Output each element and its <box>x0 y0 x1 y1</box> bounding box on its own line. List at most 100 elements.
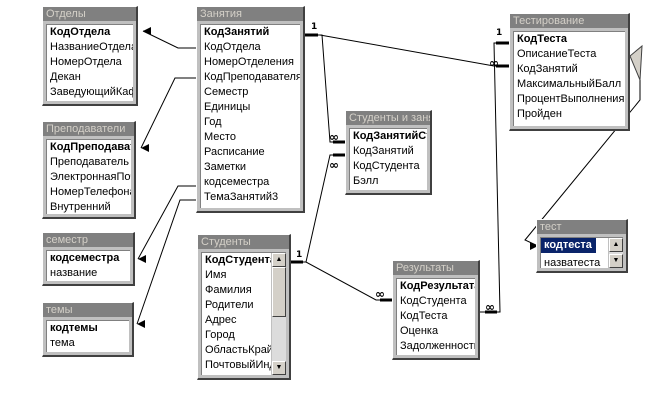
field-primary-key[interactable]: КодОтдела <box>50 26 111 38</box>
table-title[interactable]: Студенты <box>198 235 289 249</box>
table-rezultaty[interactable]: Результаты КодРезультата КодСтудента Код… <box>392 260 480 360</box>
table-title[interactable]: тест <box>537 220 626 234</box>
field[interactable]: Город <box>205 329 235 341</box>
field[interactable]: Родители <box>205 299 254 311</box>
table-testirovanie[interactable]: Тестирование КодТеста ОписаниеТеста КодЗ… <box>509 13 630 131</box>
field-list: КодПреподавателя Преподаватель Электронн… <box>46 139 131 214</box>
table-temy[interactable]: темы кодтемы тема <box>42 302 134 357</box>
field[interactable]: КодСтудента <box>400 295 467 307</box>
field[interactable]: Год <box>204 116 222 128</box>
table-test[interactable]: тест кодтеста назватеста ▲ ▼ <box>536 219 628 273</box>
table-otdely[interactable]: Отделы КодОтдела НазваниеОтдела НомерОтд… <box>42 6 138 106</box>
field-primary-key[interactable]: КодСтудента <box>205 254 271 266</box>
field[interactable]: Преподаватель <box>50 156 129 168</box>
field-list: КодЗанятийСтудента КодЗанятий КодСтудент… <box>349 128 427 190</box>
field-primary-key[interactable]: КодЗанятий <box>204 26 270 38</box>
field[interactable]: Место <box>204 131 236 143</box>
field[interactable]: Бэлл <box>353 175 379 187</box>
relation-line-prepod-zanyatiya <box>140 77 197 149</box>
table-semestr[interactable]: семестр кодсеместра название <box>42 232 135 286</box>
cardinality-many: ∞ <box>329 158 339 172</box>
cardinality-many: ∞ <box>329 130 339 144</box>
field[interactable]: ОписаниеТеста <box>517 48 597 60</box>
field[interactable]: Заметки <box>204 161 247 173</box>
cardinality-many: ∞ <box>485 300 495 314</box>
relation-line-semestr-zanyatiya <box>137 185 197 260</box>
field[interactable]: Единицы <box>204 101 251 113</box>
field[interactable]: КодСтудента <box>353 160 420 172</box>
field[interactable]: КодТеста <box>400 310 448 322</box>
table-title[interactable]: Студенты и занятия <box>346 111 430 125</box>
triangle-up-icon[interactable]: ▲ <box>609 238 623 252</box>
field-list: КодСтудента Имя Фамилия Родители Адрес Г… <box>201 252 286 375</box>
table-title[interactable]: семестр <box>43 233 133 247</box>
table-studenty-zanyatiya[interactable]: Студенты и занятия КодЗанятийСтудента Ко… <box>345 110 432 195</box>
field[interactable]: Декан <box>50 71 81 83</box>
field[interactable]: ЭлектроннаяПочта <box>50 171 131 183</box>
field[interactable]: МаксимальныйБалл <box>517 78 622 90</box>
relation-line-test-rezultaty <box>480 42 509 313</box>
vertical-scrollbar[interactable]: ▲ ▼ <box>271 253 286 375</box>
field[interactable]: КодПреподавателя <box>204 71 300 83</box>
field[interactable]: Внутренний <box>50 201 111 213</box>
field[interactable]: Имя <box>205 269 227 281</box>
field-list: КодТеста ОписаниеТеста КодЗанятий Максим… <box>513 31 625 126</box>
cardinality-many: ∞ <box>375 287 385 301</box>
field[interactable]: Расписание <box>204 146 265 158</box>
field[interactable]: КодОтдела <box>204 41 261 53</box>
field[interactable]: НомерОтделения <box>204 56 294 68</box>
triangle-down-icon[interactable]: ▼ <box>609 254 623 268</box>
table-prepodavateli[interactable]: Преподаватели КодПреподавателя Преподава… <box>42 121 136 219</box>
field-primary-key[interactable]: кодтеста <box>541 238 596 253</box>
field-list: кодтеста назватеста ▲ ▼ <box>540 237 623 268</box>
field-primary-key[interactable]: КодЗанятийСтудента <box>353 130 427 142</box>
field[interactable]: ТемаЗанятий3 <box>204 191 279 203</box>
vertical-scrollbar[interactable]: ▲ ▼ <box>608 238 623 268</box>
field[interactable]: ПроцентВыполнения <box>517 93 625 105</box>
table-title[interactable]: Отделы <box>43 7 136 21</box>
field[interactable]: Адрес <box>205 314 237 326</box>
field[interactable]: название <box>50 267 98 279</box>
field[interactable]: Задолженность <box>400 340 475 352</box>
field-list: КодОтдела НазваниеОтдела НомерОтдела Дек… <box>46 24 133 101</box>
field[interactable]: ПочтовыйИндекс <box>205 359 271 371</box>
field[interactable]: Фамилия <box>205 284 252 296</box>
cardinality-one: 1 <box>311 22 318 32</box>
field[interactable]: кодсеместра <box>204 176 270 188</box>
field[interactable]: КодЗанятий <box>353 145 414 157</box>
table-zanyatiya[interactable]: Занятия КодЗанятий КодОтдела НомерОтделе… <box>196 6 305 213</box>
field[interactable]: ЗаведующийКаф <box>50 86 133 98</box>
field[interactable]: Семестр <box>204 86 249 98</box>
table-title[interactable]: Тестирование <box>510 14 628 28</box>
field-primary-key[interactable]: кодтемы <box>50 322 98 334</box>
relation-line-zanyatiya-test <box>305 34 509 67</box>
table-studenty[interactable]: Студенты КодСтудента Имя Фамилия Родител… <box>197 234 291 380</box>
field-primary-key[interactable]: КодПреподавателя <box>50 141 131 153</box>
cardinality-many: ∞ <box>489 56 499 70</box>
field[interactable]: Оценка <box>400 325 439 337</box>
field[interactable]: Пройден <box>517 108 562 120</box>
table-title[interactable]: Занятия <box>197 7 303 21</box>
field[interactable]: НазваниеОтдела <box>50 41 133 53</box>
arrowhead-icon <box>629 44 643 81</box>
field-primary-key[interactable]: КодТеста <box>517 33 568 45</box>
field-list: КодРезультата КодСтудента КодТеста Оценк… <box>396 278 475 355</box>
relation-line-temy-zanyatiya <box>136 199 197 325</box>
field[interactable]: тема <box>50 337 75 349</box>
relation-line-zanyatiya-studzan <box>305 34 345 143</box>
scroll-thumb[interactable] <box>272 267 286 317</box>
table-title[interactable]: Преподаватели <box>43 122 134 136</box>
field[interactable]: НомерТелефона <box>50 186 131 198</box>
field[interactable]: назватеста <box>544 257 601 268</box>
field[interactable]: КодЗанятий <box>517 63 578 75</box>
field-list: кодсеместра название <box>46 250 130 281</box>
triangle-up-icon[interactable]: ▲ <box>272 253 286 267</box>
table-title[interactable]: Результаты <box>393 261 478 275</box>
field-primary-key[interactable]: кодсеместра <box>50 252 120 264</box>
triangle-down-icon[interactable]: ▼ <box>272 361 286 375</box>
field[interactable]: ОбластьКрай <box>205 344 271 356</box>
field[interactable]: НомерОтдела <box>50 56 122 68</box>
field-primary-key[interactable]: КодРезультата <box>400 280 475 292</box>
table-title[interactable]: темы <box>43 303 132 317</box>
